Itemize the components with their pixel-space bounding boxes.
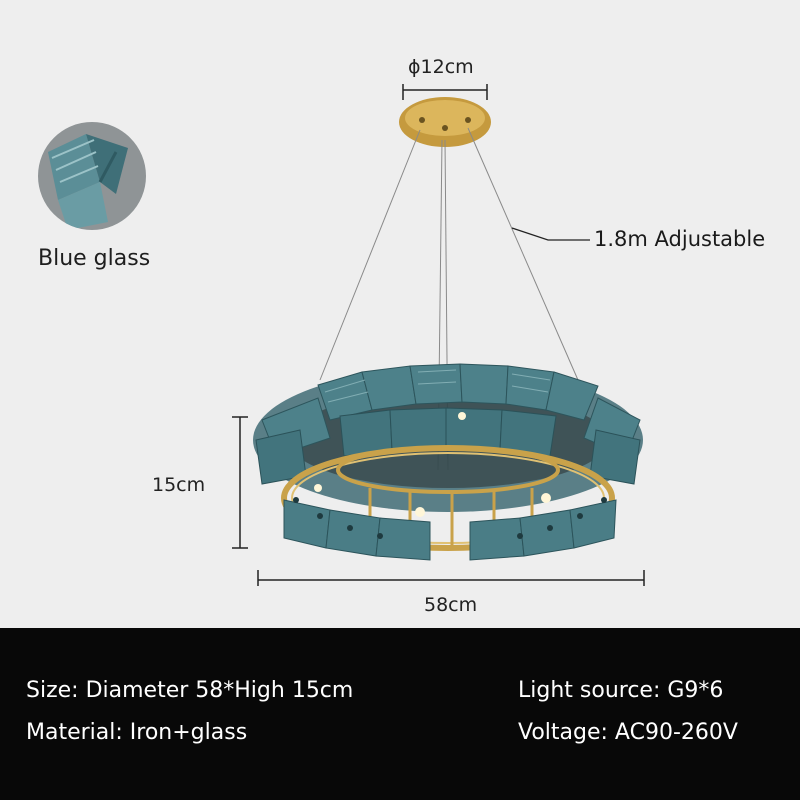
spec-light-source: Light source: G9*6 xyxy=(518,678,724,703)
spec-material: Material: Iron+glass xyxy=(26,720,248,745)
width-dimension-bracket xyxy=(257,570,645,586)
cable-pointer xyxy=(511,227,590,241)
blue-glass-swatch xyxy=(38,122,146,230)
canopy-diameter-label: ϕ12cm xyxy=(408,56,474,78)
spec-bar: Size: Diameter 58*High 15cm Material: Ir… xyxy=(0,628,800,800)
height-label: 15cm xyxy=(152,474,206,496)
spec-size: Size: Diameter 58*High 15cm xyxy=(26,678,354,703)
ceiling-canopy xyxy=(399,97,491,147)
height-dimension-bracket xyxy=(232,416,248,549)
product-image-area: Blue glass xyxy=(38,56,766,616)
cable-length-label: 1.8m Adjustable xyxy=(594,227,766,251)
chandelier-illustration xyxy=(232,84,645,586)
canopy-dimension-bracket xyxy=(402,84,488,100)
chandelier-ring xyxy=(253,363,643,561)
width-label: 58cm xyxy=(424,594,478,616)
spec-voltage: Voltage: AC90-260V xyxy=(518,720,738,745)
swatch-label: Blue glass xyxy=(38,246,151,271)
